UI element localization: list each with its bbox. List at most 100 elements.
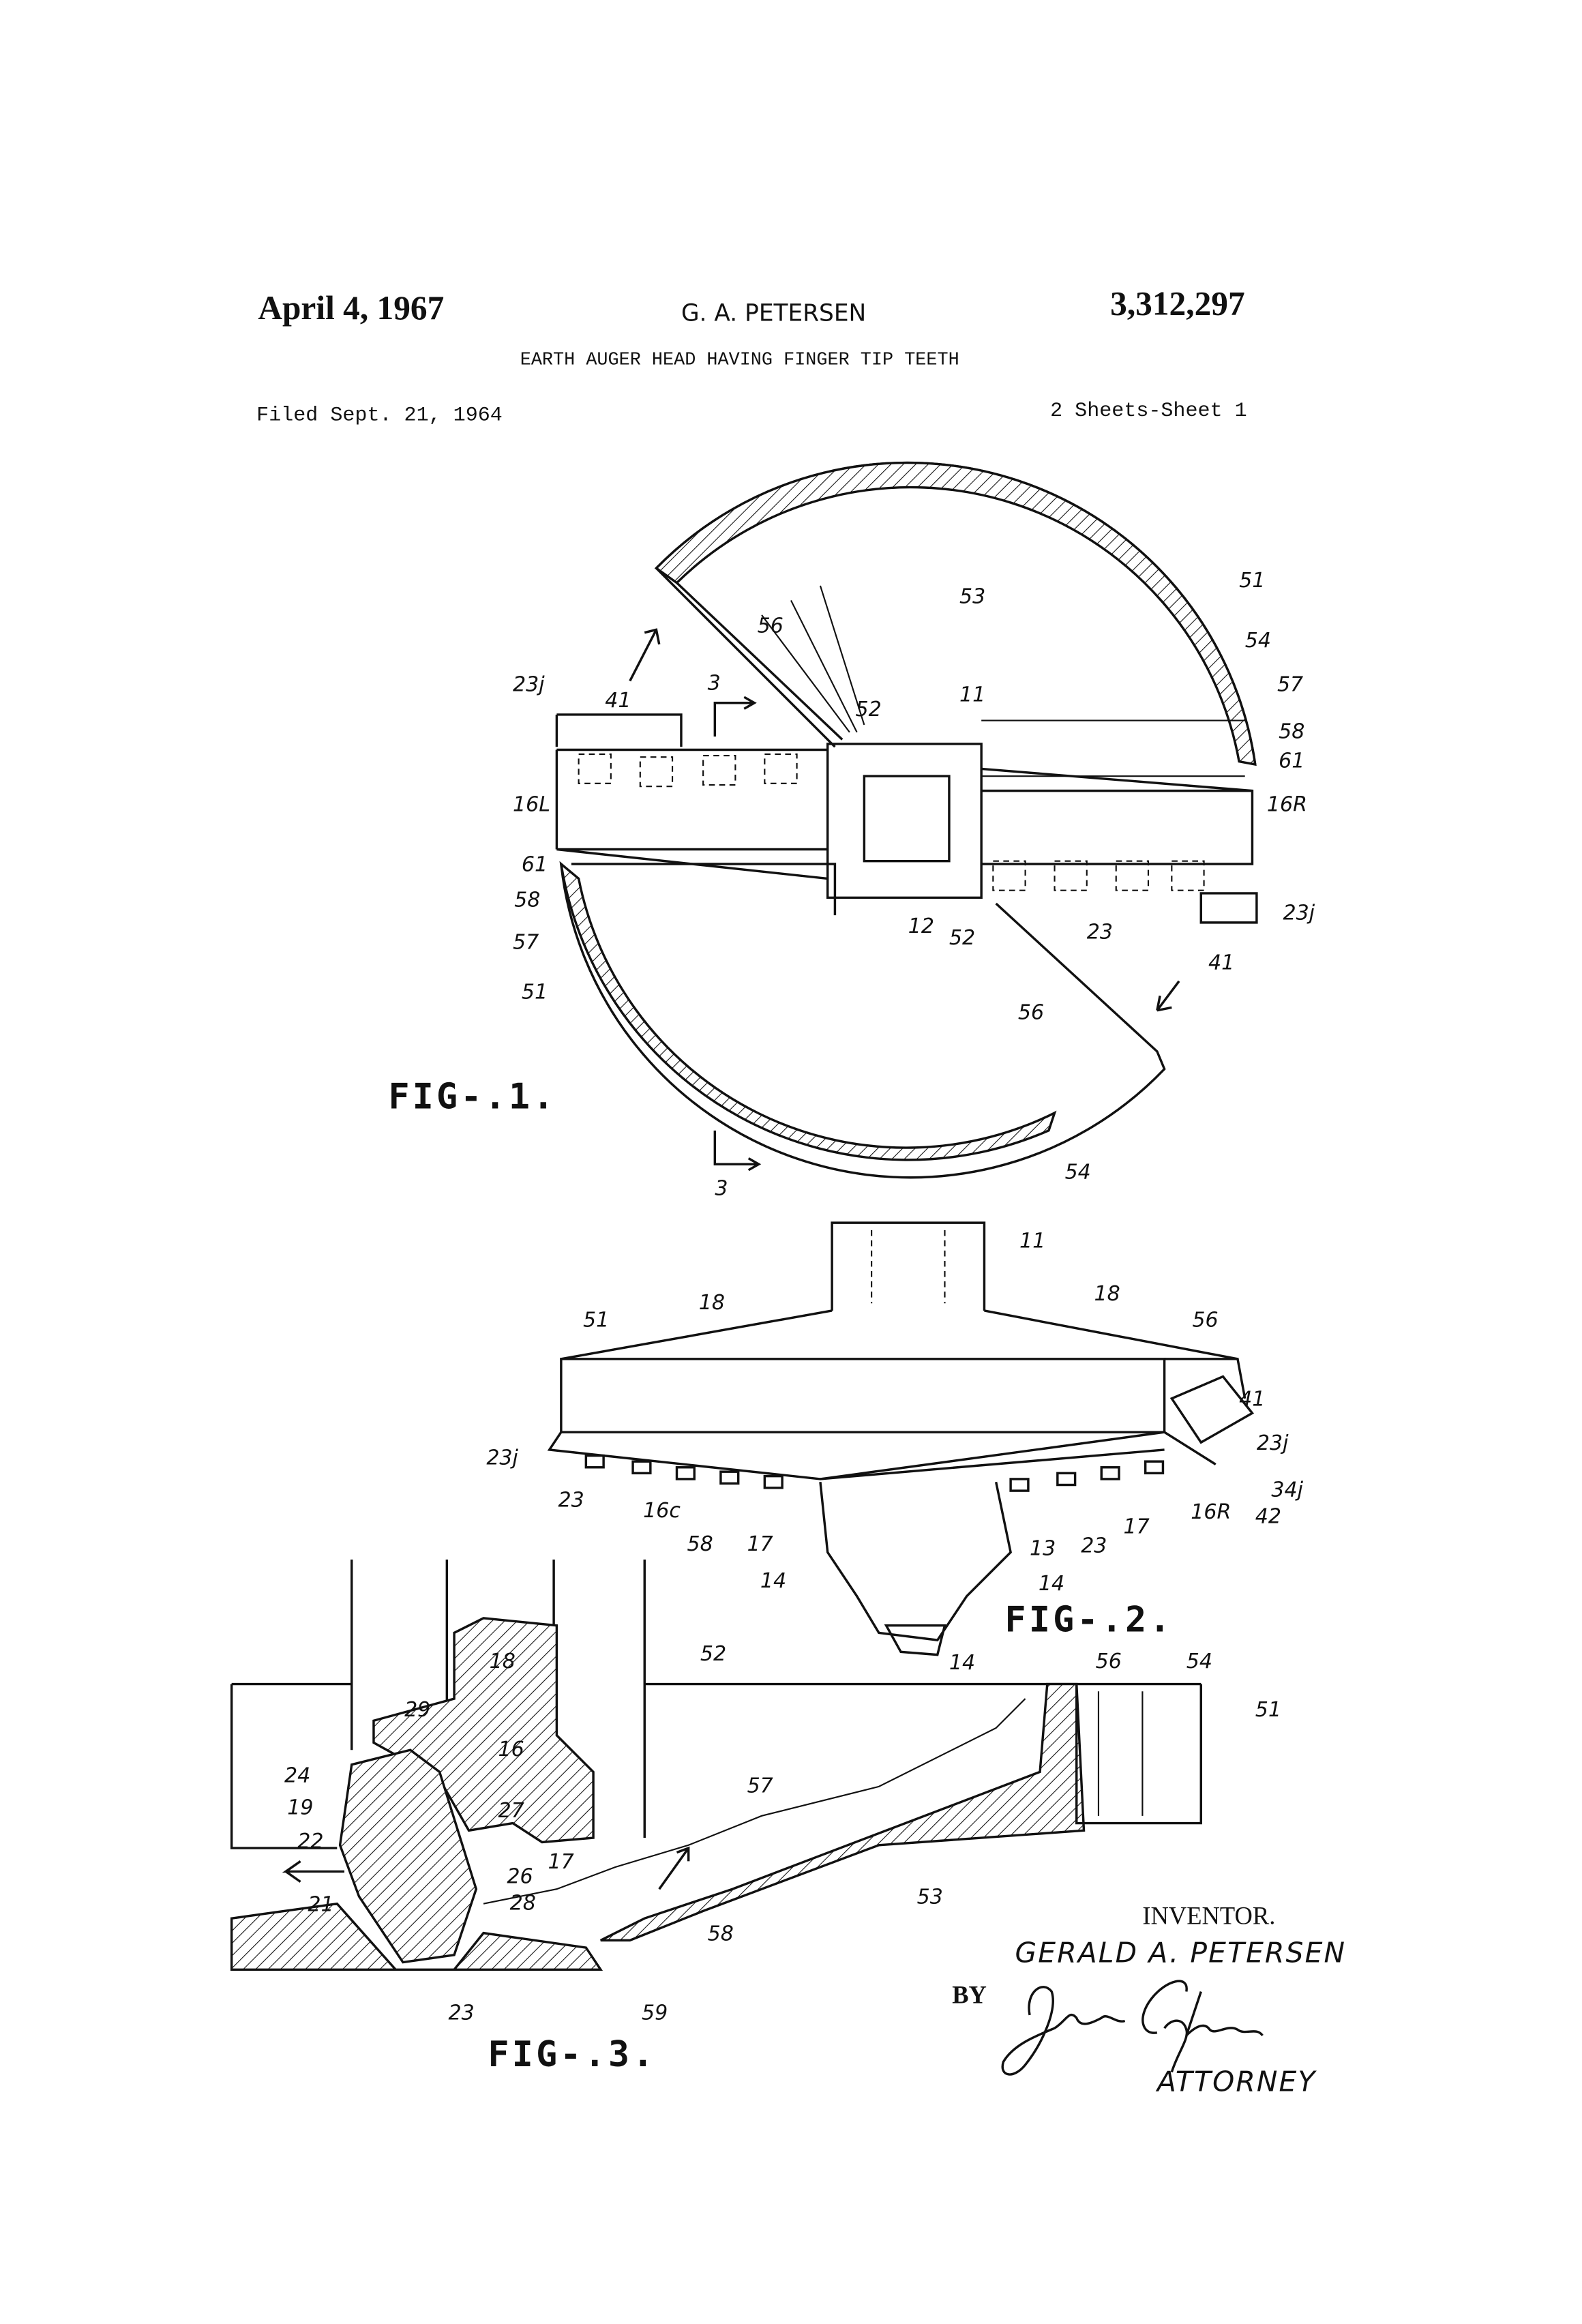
reference-numeral: 53 xyxy=(917,1886,943,1909)
reference-numeral: 57 xyxy=(513,931,539,955)
attorney-signature xyxy=(1002,1981,1262,2074)
sheet-count: 2 Sheets-Sheet 1 xyxy=(1050,400,1247,423)
reference-numeral: 51 xyxy=(1239,569,1265,593)
rotation-arrow xyxy=(1157,981,1179,1011)
reference-numeral: 14 xyxy=(1039,1572,1064,1596)
reference-numeral: 58 xyxy=(514,888,540,912)
reference-numeral: 18 xyxy=(1094,1282,1120,1306)
header: April 4, 1967 G. A. PETERSEN 3,312,297 E… xyxy=(256,285,1247,428)
reference-numeral: 56 xyxy=(758,614,783,638)
reference-numeral: 3 xyxy=(715,1176,728,1200)
fig2-caption: FIG-.2. xyxy=(1005,1599,1174,1640)
reference-numeral: 58 xyxy=(687,1532,713,1556)
inventor-heading: INVENTOR. xyxy=(1142,1902,1275,1930)
reference-numeral: 52 xyxy=(949,926,975,950)
fig2-labels: 11 51 18 18 56 41 23j 34j 42 23j 23 16c … xyxy=(486,1230,1303,1675)
fig3-caption: FIG-.3. xyxy=(488,2034,656,2075)
reference-numeral: 13 xyxy=(1030,1537,1056,1561)
reference-numeral: 16R xyxy=(1267,793,1307,817)
reference-numeral: 27 xyxy=(498,1799,524,1823)
reference-numeral: 3 xyxy=(708,671,721,695)
reference-numeral: 56 xyxy=(1096,1650,1122,1673)
signature-block: INVENTOR. GERALD A. PETERSEN BY ATTORNEY xyxy=(952,1902,1346,2098)
reference-numeral: 28 xyxy=(510,1891,536,1915)
reference-numeral: 34j xyxy=(1271,1478,1303,1502)
reference-numeral: 19 xyxy=(287,1796,313,1820)
reference-numeral: 41 xyxy=(1208,951,1234,975)
filed-date: Filed Sept. 21, 1964 xyxy=(256,404,503,427)
reference-numeral: 29 xyxy=(404,1698,430,1722)
reference-numeral: 14 xyxy=(949,1651,975,1675)
reference-numeral: 54 xyxy=(1186,1650,1212,1673)
fig1-labels: 53 51 54 57 58 61 16R 23j 41 23 52 12 56… xyxy=(513,569,1315,1200)
reference-numeral: 21 xyxy=(308,1892,333,1916)
flat-41-right xyxy=(1201,893,1257,923)
pilot-bit-13 xyxy=(820,1482,1011,1640)
reference-numeral: 41 xyxy=(605,689,631,713)
inventor-short: G. A. PETERSEN xyxy=(681,299,866,327)
reference-numeral: 56 xyxy=(1018,1001,1044,1025)
reference-numeral: 18 xyxy=(490,1650,516,1673)
reference-numeral: 54 xyxy=(1245,629,1271,653)
reference-numeral: 23 xyxy=(558,1489,584,1513)
fig1-caption: FIG-.1. xyxy=(388,1077,556,1118)
reference-numeral: 17 xyxy=(548,1850,574,1874)
teeth-left xyxy=(579,754,797,786)
reference-numeral: 23j xyxy=(486,1446,518,1470)
reference-numeral: 22 xyxy=(297,1830,323,1853)
by-label: BY xyxy=(952,1981,987,2009)
flat-41-left xyxy=(556,715,681,747)
reference-numeral: 24 xyxy=(284,1763,310,1787)
reference-numeral: 23 xyxy=(1081,1534,1107,1558)
reference-numeral: 11 xyxy=(959,683,985,707)
square-socket xyxy=(864,776,949,861)
reference-numeral: 54 xyxy=(1065,1161,1091,1185)
hub-plate xyxy=(828,744,981,897)
reference-numeral: 23 xyxy=(1087,921,1113,944)
reference-numeral: 23j xyxy=(513,673,545,697)
figure-1: 53 51 54 57 58 61 16R 23j 41 23 52 12 56… xyxy=(388,463,1315,1201)
reference-numeral: 58 xyxy=(1279,719,1304,743)
reference-numeral: 18 xyxy=(699,1291,725,1315)
reference-numeral: 17 xyxy=(1123,1515,1149,1538)
patent-title: EARTH AUGER HEAD HAVING FINGER TIP TEETH xyxy=(520,351,959,371)
patent-number: 3,312,297 xyxy=(1110,285,1244,323)
reference-numeral: 61 xyxy=(1279,749,1304,773)
reference-numeral: 41 xyxy=(1239,1388,1265,1412)
reference-numeral: 58 xyxy=(708,1922,734,1946)
reference-numeral: 23j xyxy=(1257,1431,1289,1455)
motion-arrow xyxy=(286,1861,344,1881)
reference-numeral: 26 xyxy=(507,1865,533,1889)
reference-numeral: 51 xyxy=(583,1309,609,1332)
patent-date: April 4, 1967 xyxy=(258,289,444,327)
reference-numeral: 16 xyxy=(498,1738,524,1761)
section-arrow-top xyxy=(715,697,754,736)
attorney-label: ATTORNEY xyxy=(1155,2066,1317,2098)
reference-numeral: 16L xyxy=(513,793,550,817)
reference-numeral: 61 xyxy=(522,853,548,877)
reference-numeral: 42 xyxy=(1255,1504,1281,1528)
blade-53-section xyxy=(601,1684,1084,1941)
figure-2: 11 51 18 18 56 41 23j 34j 42 23j 23 16c … xyxy=(486,1223,1303,1675)
reference-numeral: 16R xyxy=(1191,1500,1231,1524)
section-arrow-bottom xyxy=(715,1131,758,1170)
reference-numeral: 16c xyxy=(643,1499,681,1523)
reference-numeral: 14 xyxy=(760,1569,786,1593)
reference-numeral: 57 xyxy=(1277,673,1303,697)
reference-numeral: 17 xyxy=(747,1532,773,1556)
reference-numeral: 52 xyxy=(855,698,881,721)
teeth-right xyxy=(993,861,1204,891)
reference-numeral: 23 xyxy=(448,2001,474,2025)
reference-numeral: 56 xyxy=(1192,1309,1218,1332)
inventor-name: GERALD A. PETERSEN xyxy=(1015,1937,1347,1969)
fig2-teeth xyxy=(586,1456,1163,1491)
reference-numeral: 57 xyxy=(747,1774,773,1798)
reference-numeral: 53 xyxy=(959,585,985,609)
reference-numeral: 59 xyxy=(642,2001,668,2025)
reference-numeral: 52 xyxy=(700,1642,726,1666)
rotation-arrow xyxy=(630,629,659,681)
reference-numeral: 51 xyxy=(522,981,548,1004)
reference-numeral: 23j xyxy=(1283,902,1315,925)
reference-numeral: 11 xyxy=(1019,1230,1045,1253)
